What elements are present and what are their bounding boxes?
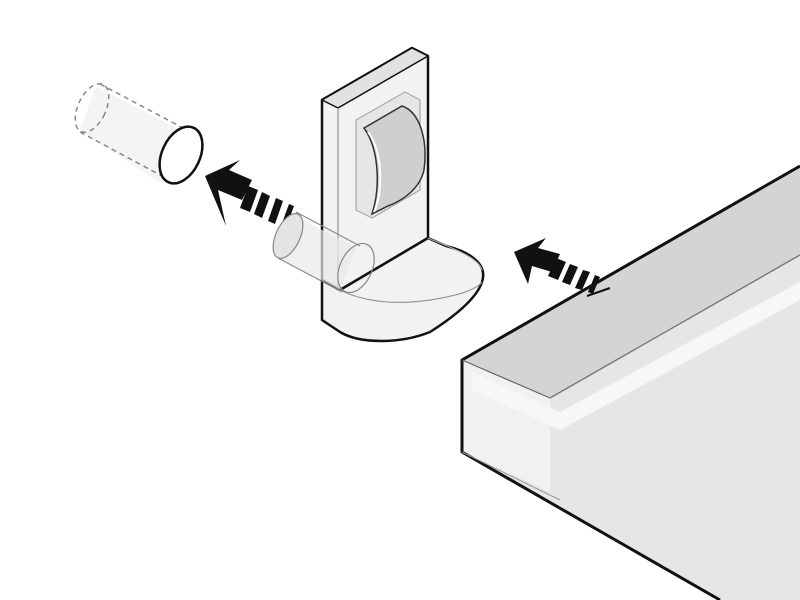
bracket-pin-stub-front <box>337 242 375 294</box>
glass-shelf-panel <box>460 164 800 600</box>
bracket-pin-stub-bottom-edge <box>277 257 343 293</box>
glass-shelf-far-edge <box>549 254 800 399</box>
pin-insert-arrow-dash-2 <box>254 192 270 218</box>
shelf-insert-arrow-dash-3 <box>575 270 590 290</box>
bracket-ledge <box>320 236 485 343</box>
bracket-pin-stub-back <box>272 213 304 259</box>
shelf-insert-arrow <box>514 238 600 294</box>
pin-insert-arrow-dash-1 <box>240 186 258 212</box>
bracket-back-plate-edge <box>321 47 429 109</box>
bracket-ledge-inner-curve <box>427 237 483 271</box>
pin-insert-arrow-head <box>205 160 252 226</box>
bracket-pin-stub-top-edge <box>295 211 361 247</box>
shelf-insert-arrow-head <box>514 238 560 284</box>
shelf-pin-top-edge <box>99 83 184 129</box>
shelf-pin-body <box>80 86 180 183</box>
bracket-pin-stub <box>272 211 375 294</box>
shelf-insert-arrow-dash-1 <box>548 258 566 280</box>
bracket-ledge-top-curve <box>339 281 483 303</box>
shelf-insert-arrow-dash-2 <box>562 264 578 285</box>
shelf-pin-back-end <box>74 82 110 134</box>
shelf-pin <box>74 82 204 185</box>
glass-shelf-edge-line <box>461 359 551 399</box>
shelf-pin-front-end <box>158 125 204 185</box>
glass-shelf-outline <box>460 164 800 600</box>
pin-insert-arrow <box>205 160 294 228</box>
shelf-insert-arrow-dash-4 <box>588 275 600 294</box>
glass-shelf-top-face <box>462 166 800 398</box>
pin-insert-arrow-dash-3 <box>268 198 283 224</box>
bracket-clip-highlight <box>367 131 382 213</box>
shelf-pin-bottom-edge <box>79 131 163 177</box>
shelf-support-bracket <box>272 46 485 343</box>
glass-shelf-bottom-inner <box>461 451 561 501</box>
glass-shelf-notch <box>586 287 611 297</box>
